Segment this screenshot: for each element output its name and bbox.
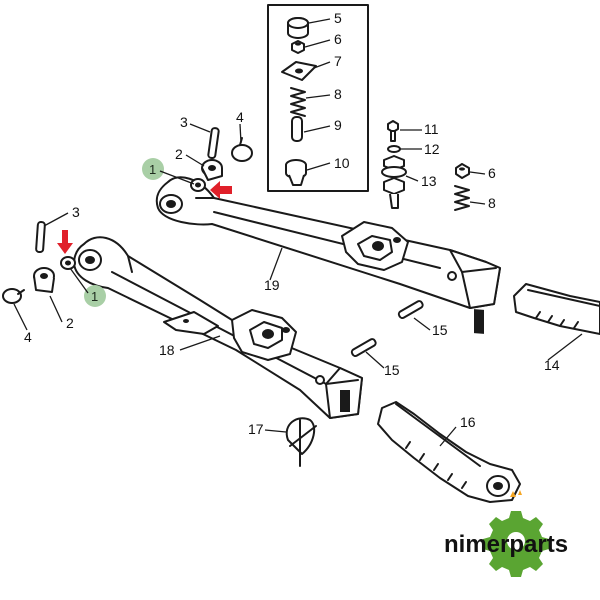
- part-7-plate: [281, 61, 317, 81]
- part-5-cap: [287, 17, 309, 39]
- part-1-washer-lower: [60, 256, 76, 270]
- part-3-pin-upper: [207, 127, 220, 160]
- part-2-bushing-lower: [33, 267, 55, 293]
- gear-icon: [483, 490, 549, 577]
- callout-8-inset: 8: [334, 86, 342, 102]
- part-16-link: [377, 401, 521, 503]
- part-4-clip-upper: [231, 137, 253, 162]
- part-17-lynch-pin: [285, 417, 317, 467]
- callout-7: 7: [334, 53, 342, 69]
- part-12-washer: [387, 145, 401, 153]
- part-4-clip-lower: [2, 288, 25, 304]
- part-14-link: [513, 283, 600, 335]
- part-2-bushing-upper: [201, 159, 223, 181]
- callout-1-lower: 1: [91, 289, 98, 304]
- callout-16: 16: [460, 414, 476, 430]
- part-11-bolt: [387, 120, 399, 142]
- callout-15-lower: 15: [384, 362, 400, 378]
- part-8-spring-right: [454, 185, 470, 211]
- red-arrow-lower: [57, 230, 73, 254]
- callout-2-upper: 2: [175, 146, 183, 162]
- callout-3-upper: 3: [180, 114, 188, 130]
- callout-10: 10: [334, 155, 350, 171]
- brand-name: nimerparts: [444, 531, 568, 558]
- callout-1-upper: 1: [149, 162, 156, 177]
- part-13-assembly: [381, 155, 419, 209]
- callout-4-upper: 4: [236, 109, 244, 125]
- part-6-nut-right: [455, 163, 470, 179]
- callout-18: 18: [159, 342, 175, 358]
- callout-19: 19: [264, 277, 280, 293]
- callout-11: 11: [424, 121, 439, 137]
- callout-5: 5: [334, 10, 342, 26]
- part-8-spring: [290, 87, 306, 117]
- callout-17: 17: [248, 421, 264, 437]
- callout-6-inset: 6: [334, 31, 342, 47]
- callout-3-lower: 3: [72, 204, 80, 220]
- part-19-lift-arm: [155, 176, 501, 334]
- callout-2-lower: 2: [66, 315, 74, 331]
- callout-14: 14: [544, 357, 560, 373]
- brand-logo: nimerparts: [444, 490, 568, 577]
- callout-4-lower: 4: [24, 329, 32, 345]
- part-1-washer-upper: [190, 178, 206, 192]
- badge-part-1-upper: [142, 158, 164, 180]
- part-10-plunger: [285, 159, 307, 186]
- callout-12: 12: [424, 141, 440, 157]
- badge-part-1-lower: [84, 285, 106, 307]
- part-15-pin-upper: [397, 300, 424, 319]
- red-arrow-upper: [210, 181, 232, 199]
- part-15-pin-lower: [350, 338, 377, 357]
- part-3-pin-lower: [35, 221, 46, 254]
- callout-6-right: 6: [488, 165, 496, 181]
- part-18-lift-arm: [73, 236, 363, 419]
- part-6-nut: [291, 40, 305, 54]
- part-9-pin: [291, 116, 303, 142]
- callout-15-upper: 15: [432, 322, 448, 338]
- callout-9: 9: [334, 117, 342, 133]
- callout-13: 13: [421, 173, 437, 189]
- callout-8-right: 8: [488, 195, 496, 211]
- inset-box: [267, 4, 369, 192]
